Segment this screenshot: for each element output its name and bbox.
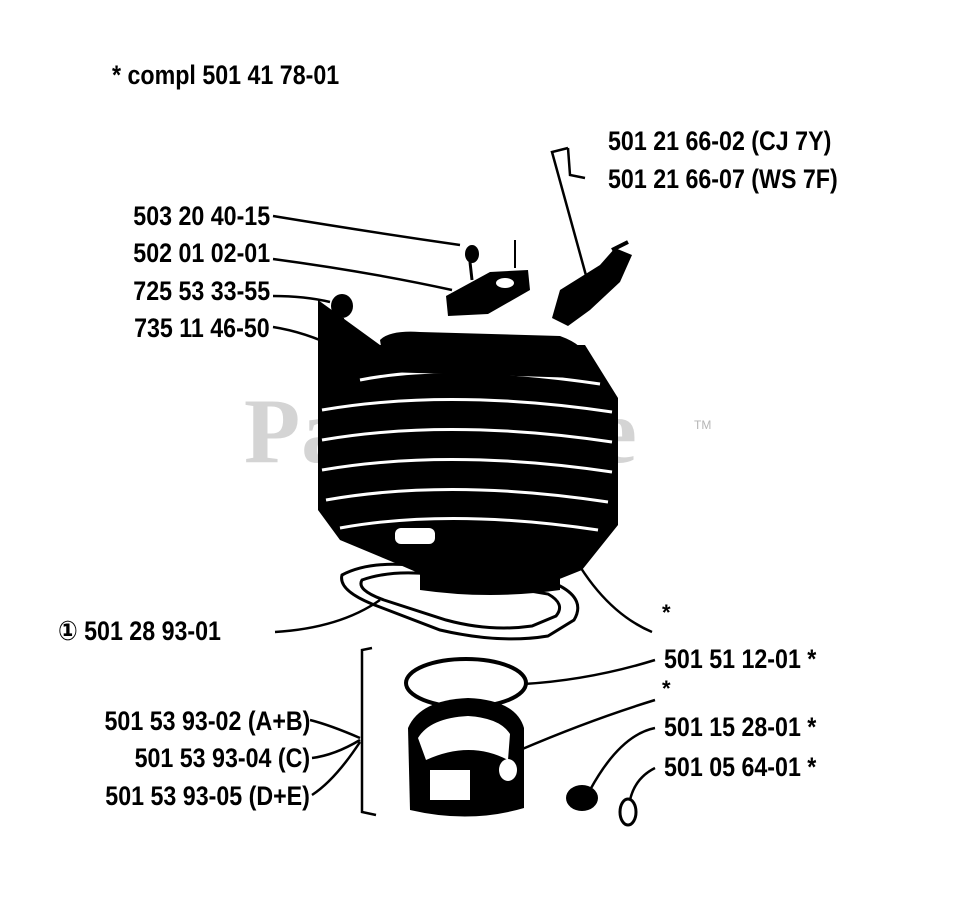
cylinder-gasket-illustration	[340, 562, 580, 641]
label-piston-de: 501 53 93-05 (D+E)	[105, 781, 310, 811]
label-piston-c: 501 53 93-04 (C)	[134, 743, 310, 773]
watermark-trademark: TM	[694, 418, 712, 432]
cylinder-asterisk: *	[662, 600, 671, 625]
label-circlip: 501 05 64-01 *	[664, 752, 817, 782]
label-cylinder-gasket: ① 501 28 93-01	[58, 616, 221, 646]
piston-illustration	[408, 698, 524, 817]
label-gasket-502: 502 01 02-01	[133, 238, 270, 268]
assembly-header: * compl 501 41 78-01	[112, 60, 340, 90]
label-screw-725: 725 53 33-55	[133, 276, 270, 306]
label-spark-plug-cj7y: 501 21 66-02 (CJ 7Y)	[608, 126, 832, 156]
cylinder-illustration	[318, 300, 618, 595]
label-washer-735: 735 11 46-50	[134, 313, 270, 343]
pin-asterisk: *	[662, 676, 671, 701]
spark-plug-illustration	[552, 240, 632, 326]
label-piston-pin: 501 15 28-01 *	[664, 712, 817, 742]
label-piston-ab: 501 53 93-02 (A+B)	[104, 706, 310, 736]
label-spark-plug-ws7f: 501 21 66-07 (WS 7F)	[608, 164, 838, 194]
leader-lines	[272, 146, 656, 817]
small-parts-top	[331, 240, 530, 354]
label-screw-503: 503 20 40-15	[133, 201, 270, 231]
piston-pin-illustration	[566, 785, 638, 827]
label-piston-ring: 501 51 12-01 *	[664, 644, 817, 674]
